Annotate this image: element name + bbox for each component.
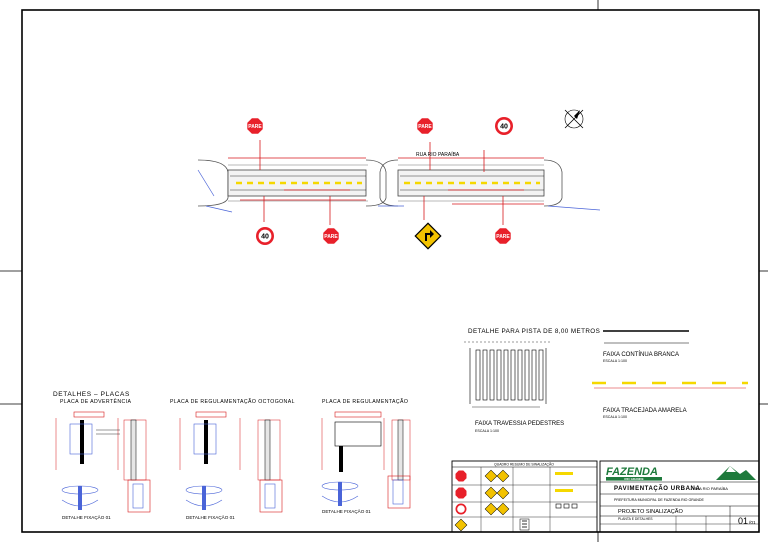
legend-delineator-icon	[555, 503, 578, 509]
fixing-detail-1	[61, 479, 151, 513]
legend-warning-icon	[484, 469, 498, 483]
drawing-title: PROJETO SINALIZAÇÃO	[618, 508, 684, 515]
legend-warning-icon	[496, 486, 510, 500]
fixing-detail-3	[321, 475, 411, 509]
crosswalk-bar	[517, 349, 523, 401]
fixing-detail-2	[185, 479, 283, 513]
owner-name: PREFEITURA MUNICIPAL DE FAZENDA RIO GRAN…	[614, 498, 704, 502]
stripe-detail-title: DETALHE PARA PISTA DE 8,00 METROS	[468, 328, 600, 335]
stop-sign-icon: PARE	[322, 227, 340, 245]
yellow-stripe-scale: ESCALA 1:100	[603, 415, 627, 419]
north-arrow-icon	[564, 109, 584, 129]
plate-col1-title: PLACA DE ADVERTÊNCIA	[60, 397, 131, 405]
crosswalk-label: FAIXA TRAVESSIA PEDESTRES	[475, 421, 564, 427]
sheet-number: 01	[738, 516, 748, 526]
fixing-label-2: DETALHE FIXAÇÃO 01	[186, 514, 235, 520]
stop-sign-icon: PARE	[494, 227, 512, 245]
fixing-label-3: DETALHE FIXAÇÃO 01	[322, 508, 371, 514]
crosswalk-drawing	[464, 341, 552, 408]
white-stripe-label: FAIXA CONTÍNUA BRANCA	[603, 351, 679, 358]
stop-sign-icon: PARE	[246, 117, 264, 135]
crosswalk-bar	[496, 349, 502, 401]
crosswalk-bars	[475, 349, 544, 401]
legend-warning-icon	[496, 502, 510, 516]
crosswalk-bar	[503, 349, 509, 401]
crosswalk-bar	[524, 349, 530, 401]
legend-warning-icon	[454, 518, 468, 532]
brand-sub: RIO GRANDE	[624, 477, 643, 481]
fixing-label-1: DETALHE FIXAÇÃO 01	[62, 514, 111, 520]
crosswalk-scale: ESCALA 1:100	[475, 429, 499, 433]
legend-title: QUADRO RESUMO DE SINALIZAÇÃO	[494, 462, 554, 467]
legend-speed-icon	[455, 503, 467, 515]
legend-stop-icon	[455, 487, 467, 499]
stop-sign-label: PARE	[248, 124, 262, 130]
plate-elevation-2	[179, 411, 281, 481]
dimension-lines	[228, 140, 544, 225]
crosswalk-bar	[482, 349, 488, 401]
road-segment-right	[379, 159, 563, 207]
stop-sign-label: PARE	[324, 234, 338, 240]
plate-col3-title: PLACA DE REGULAMENTAÇÃO	[322, 398, 408, 405]
plate-details: DETALHES – PLACAS PLACA DE ADVERTÊNCIA P…	[53, 391, 411, 520]
stop-sign-label: PARE	[418, 124, 432, 130]
legend-yellow-stripe-icon	[555, 472, 573, 492]
crosswalk-bar	[531, 349, 537, 401]
legend-stop-icon	[455, 470, 467, 482]
plate-col2-title: PLACA DE REGULAMENTAÇÃO OCTOGONAL	[170, 398, 295, 405]
crosswalk-bar	[510, 349, 516, 401]
stop-sign-icon: PARE	[416, 117, 434, 135]
legend-warning-icon	[484, 502, 498, 516]
crosswalk-bar	[538, 349, 544, 401]
signage-legend-table: QUADRO RESUMO DE SINALIZAÇÃO	[451, 460, 598, 533]
legend-crosswalk-icon	[519, 518, 530, 531]
white-stripe-scale: ESCALA 1:100	[603, 359, 627, 363]
crosswalk-bar	[475, 349, 481, 401]
street-leaders	[197, 169, 601, 213]
street-plan: RUA RIO PARAÍBA PARE PARE PARE PARE	[197, 109, 601, 250]
yellow-stripe-label: FAIXA TRACEJADA AMARELA	[603, 408, 687, 414]
road-segment-left	[197, 159, 387, 207]
stripe-detail: DETALHE PARA PISTA DE 8,00 METROS FAIXA …	[464, 328, 748, 433]
company-logo-text: ATA	[737, 474, 748, 480]
brand-name: FAZENDA	[606, 466, 658, 478]
warning-sign-turn-icon	[414, 222, 442, 250]
legend-warning-icon	[496, 469, 510, 483]
legend-warning-icon	[484, 486, 498, 500]
plate-elevation-1	[55, 411, 147, 481]
stop-sign-label: PARE	[496, 234, 510, 240]
sheet-total: /01	[749, 520, 756, 526]
project-location: – RUA RIO PARAÍBA	[690, 486, 728, 491]
speed-limit-sign-icon: 40	[256, 227, 274, 245]
crosswalk-bar	[489, 349, 495, 401]
project-title: PAVIMENTAÇÃO URBANA	[614, 485, 700, 492]
speed-limit-sign-icon: 40	[495, 117, 513, 135]
speed-limit-value: 40	[500, 123, 508, 130]
plate-elevation-3	[321, 411, 411, 481]
title-block: FAZENDA RIO GRANDE ATA PAVIMENTAÇÃO URBA…	[599, 460, 760, 533]
plate-details-heading: DETALHES – PLACAS	[53, 391, 130, 398]
street-label: RUA RIO PARAÍBA	[416, 151, 460, 158]
speed-limit-value: 40	[261, 233, 269, 240]
company-logo: ATA	[716, 466, 756, 480]
drawing-subtitle: PLANTA E DETALHES	[618, 517, 653, 521]
